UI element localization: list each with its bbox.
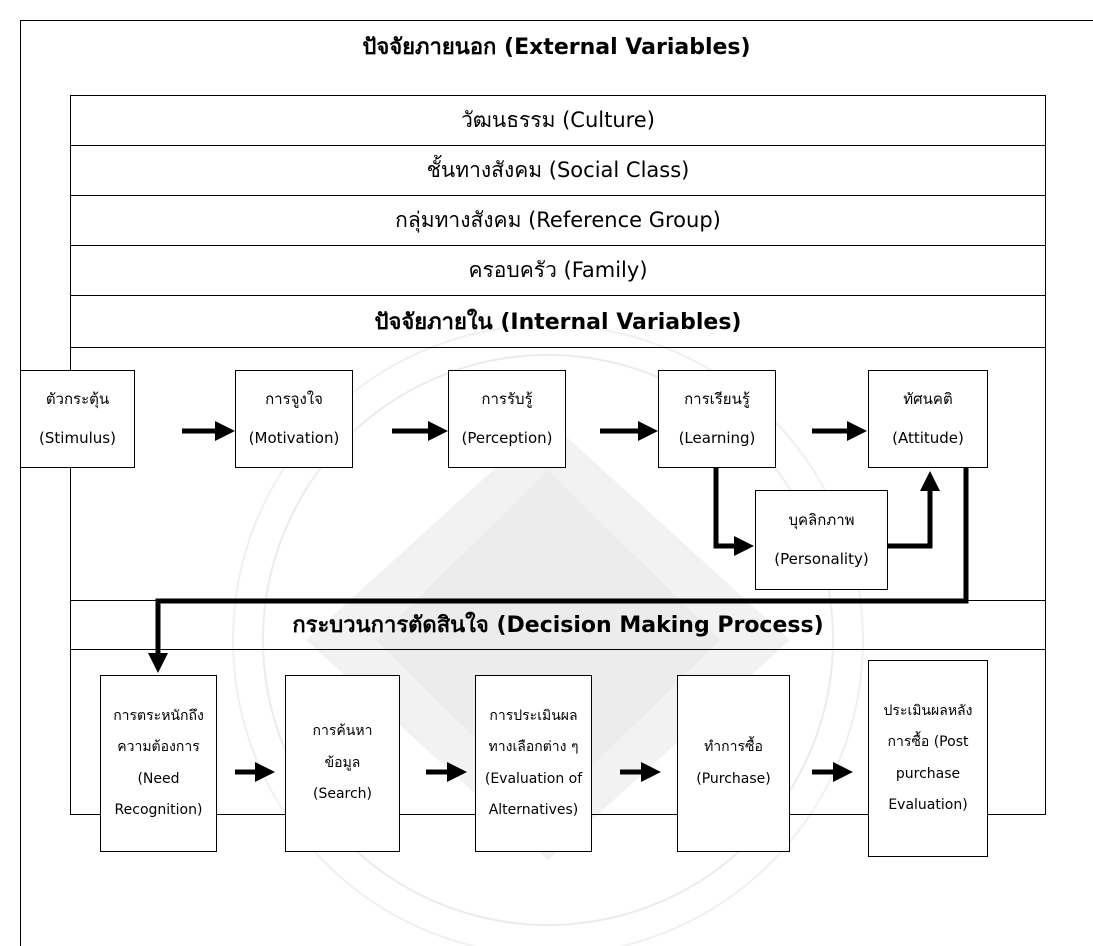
personality-box: บุคลิกภาพ (Personality) xyxy=(755,490,888,590)
perception-english: (Perception) xyxy=(461,429,553,447)
learning-box: การเรียนรู้ (Learning) xyxy=(658,370,776,468)
need-recognition-box: การตระหนักถึง ความต้องการ (Need Recognit… xyxy=(100,675,217,852)
search-line-3: (Search) xyxy=(312,786,373,803)
need-line-1: การตระหนักถึง xyxy=(113,707,204,724)
attitude-box: ทัศนคติ (Attitude) xyxy=(868,370,988,468)
learning-english: (Learning) xyxy=(678,429,756,447)
perception-thai: การรับรู้ xyxy=(481,390,533,409)
decision-making-title: กระบวนการตัดสินใจ (Decision Making Proce… xyxy=(70,600,1046,650)
evaluation-line-3: (Evaluation of xyxy=(484,770,583,787)
family-row: ครอบครัว (Family) xyxy=(70,245,1046,296)
external-variables-title: ปัจจัยภายนอก (External Variables) xyxy=(362,35,751,60)
stimulus-box: ตัวกระตุ้น (Stimulus) xyxy=(20,370,135,468)
evaluation-line-2: ทางเลือกต่าง ๆ xyxy=(488,739,579,755)
post-line-3: purchase xyxy=(895,765,961,782)
culture-row: วัฒนธรรม (Culture) xyxy=(70,95,1046,146)
internal-variables-title: ปัจจัยภายใน (Internal Variables) xyxy=(70,295,1046,348)
attitude-thai: ทัศนคติ xyxy=(903,390,953,409)
purchase-line-2: (Purchase) xyxy=(696,770,771,787)
purchase-line-1: ทำการซื้อ xyxy=(704,739,763,755)
personality-english: (Personality) xyxy=(774,550,869,568)
learning-thai: การเรียนรู้ xyxy=(684,390,750,409)
stimulus-thai: ตัวกระตุ้น xyxy=(45,390,110,409)
social-class-row: ชั้นทางสังคม (Social Class) xyxy=(70,145,1046,196)
reference-group-row: กลุ่มทางสังคม (Reference Group) xyxy=(70,195,1046,246)
evaluation-alternatives-box: การประเมินผล ทางเลือกต่าง ๆ (Evaluation … xyxy=(475,675,592,852)
motivation-box: การจูงใจ (Motivation) xyxy=(235,370,353,468)
search-line-1: การค้นหา xyxy=(312,723,373,740)
personality-thai: บุคลิกภาพ xyxy=(788,511,855,530)
purchase-box: ทำการซื้อ (Purchase) xyxy=(677,675,790,852)
outer-frame xyxy=(20,20,1093,946)
need-line-3: (Need xyxy=(137,770,180,787)
post-line-1: ประเมินผลหลัง xyxy=(883,702,973,719)
motivation-english: (Motivation) xyxy=(248,429,340,447)
post-line-4: Evaluation) xyxy=(888,797,968,813)
evaluation-line-1: การประเมินผล xyxy=(489,707,578,724)
need-line-2: ความต้องการ xyxy=(117,739,200,755)
post-purchase-box: ประเมินผลหลัง การซื้อ (Post purchase Eva… xyxy=(868,660,988,857)
search-line-2: ข้อมูล xyxy=(324,754,361,771)
perception-box: การรับรู้ (Perception) xyxy=(448,370,566,468)
post-line-2: การซื้อ (Post xyxy=(887,734,969,750)
attitude-english: (Attitude) xyxy=(892,429,964,447)
motivation-thai: การจูงใจ xyxy=(265,390,323,409)
evaluation-line-4: Alternatives) xyxy=(488,802,579,818)
search-box: การค้นหา ข้อมูล (Search) xyxy=(285,675,400,852)
stimulus-english: (Stimulus) xyxy=(39,429,116,447)
need-line-4: Recognition) xyxy=(114,802,203,818)
